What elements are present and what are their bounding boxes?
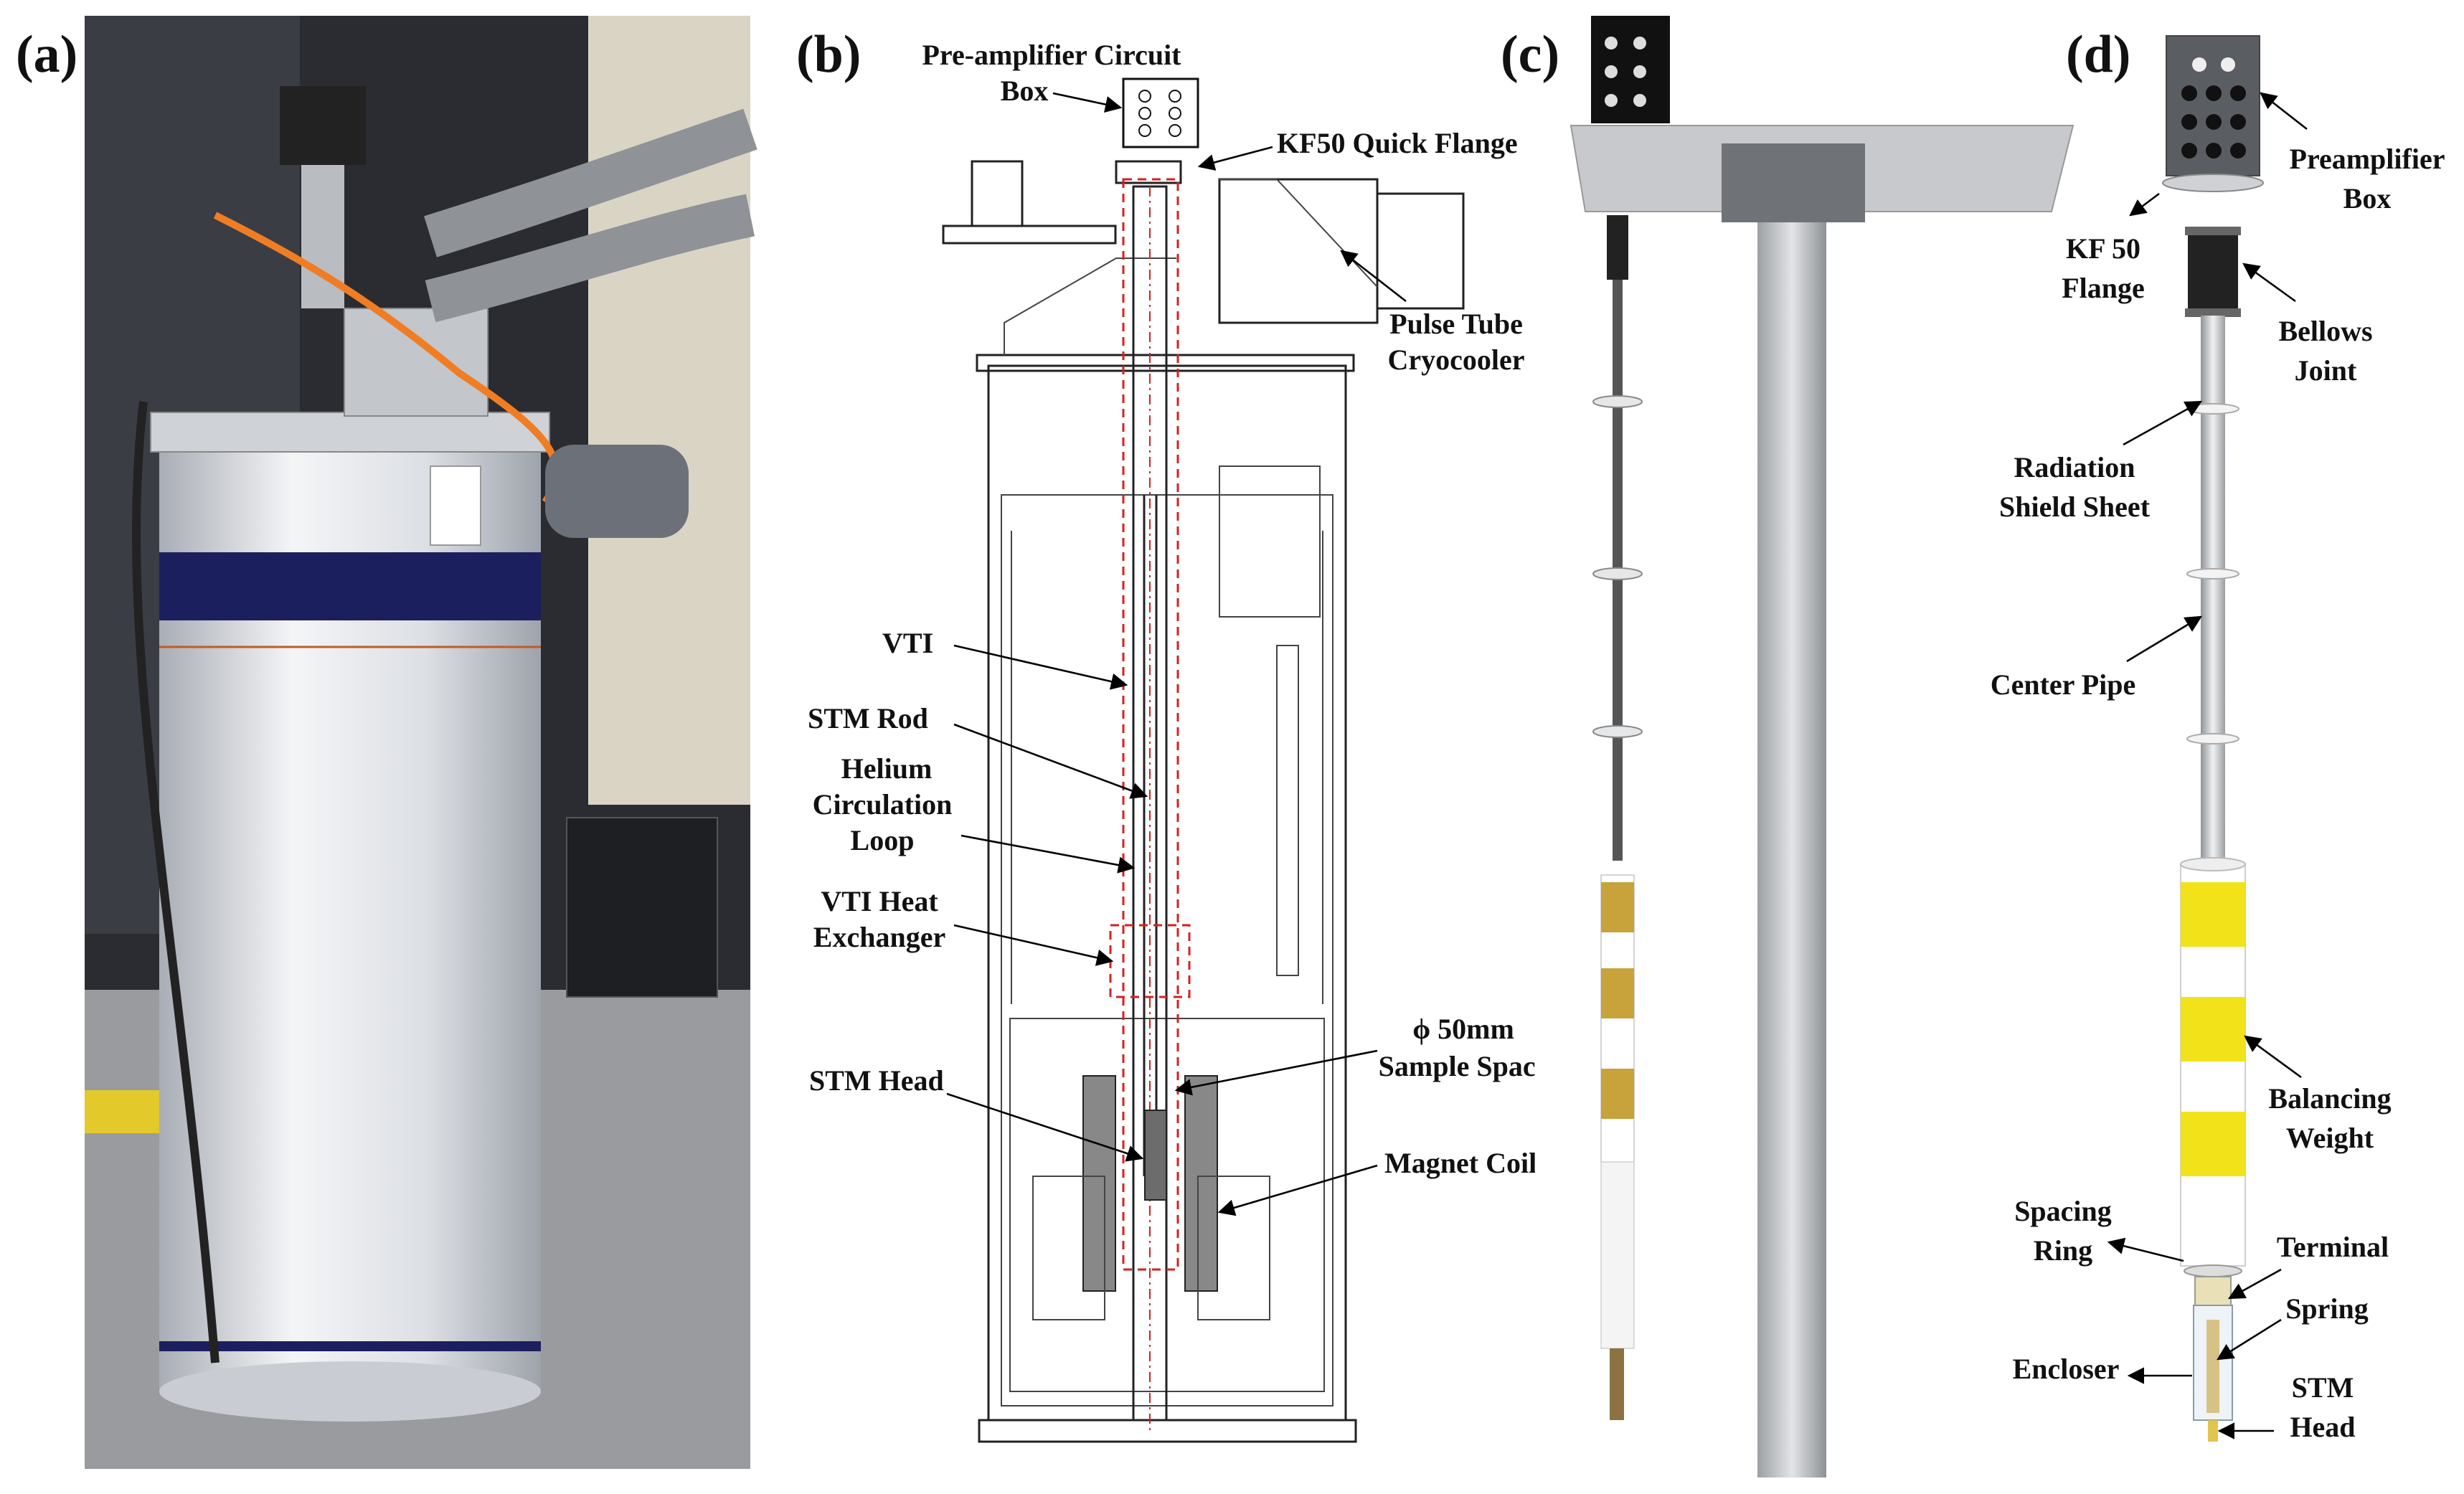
electronics-box	[566, 817, 718, 998]
aluminum-rail	[1757, 201, 1826, 1478]
panel-b-drawing	[942, 77, 1465, 1443]
center-pipe-d	[2201, 316, 2225, 861]
preamp-box-c	[1591, 16, 1670, 123]
panel-c-photo	[1535, 14, 2095, 1478]
label-vti-hx-b-2: Exchanger	[813, 921, 945, 953]
bellows-d	[2188, 230, 2238, 316]
label-vti-b: VTI	[882, 627, 933, 659]
probe-rod-c	[1613, 215, 1623, 861]
label-pulse-b-2: Cryocooler	[1387, 344, 1524, 376]
valve-left	[971, 160, 1024, 227]
label-encloser-d: Encloser	[2013, 1353, 2120, 1385]
rail-bracket	[1722, 143, 1865, 222]
label-preamp-d-1: Preamplifier	[2290, 143, 2445, 175]
label-terminal-d: Terminal	[2277, 1231, 2389, 1263]
label-sample-b-2: Sample Space	[1379, 1050, 1549, 1082]
label-stm-rod-b: STM Rod	[808, 702, 928, 734]
panel-a-photo	[85, 16, 757, 1469]
magnet-coil-left	[1082, 1075, 1116, 1292]
label-sample-b-1: ϕ 50mm	[1412, 1013, 1514, 1045]
label-helium-b-1: Helium	[841, 752, 933, 785]
label-helium-b-2: Circulation	[813, 788, 953, 821]
magnet-coil-right	[1184, 1075, 1218, 1292]
label-preamp-d-2: Box	[2343, 182, 2392, 214]
cryocooler-head	[344, 308, 488, 417]
kf50-flange-d	[2162, 174, 2264, 192]
label-bellows-d-2: Joint	[2295, 354, 2357, 387]
preamp-box-drawing	[1122, 77, 1199, 148]
panel-b-letter: (b)	[796, 25, 861, 84]
warning-label	[430, 465, 481, 546]
pump	[545, 445, 689, 538]
label-stm-d-1: STM	[2292, 1371, 2354, 1404]
preamp-box-photo	[280, 86, 366, 165]
dewar-band	[159, 552, 541, 620]
stm-head-block	[1144, 1110, 1167, 1201]
label-magnet-b: Magnet Coil	[1384, 1147, 1537, 1179]
label-rad-d-2: Shield Sheet	[1999, 491, 2151, 523]
label-rad-d-1: Radiation	[2014, 451, 2135, 483]
label-bellows-d-1: Bellows	[2278, 315, 2372, 347]
panel-d-letter: (d)	[2066, 25, 2130, 84]
label-kf50-b: KF50 Quick Flange	[1277, 127, 1518, 159]
label-vti-hx-b-1: VTI Heat	[821, 885, 938, 917]
label-stm-head-b: STM Head	[809, 1064, 944, 1097]
label-spacing-d-2: Ring	[2034, 1234, 2092, 1267]
label-kf-d-2: Flange	[2062, 272, 2145, 304]
label-preamp-b-2: Box	[1001, 75, 1049, 107]
label-pulse-b-1: Pulse Tube	[1389, 308, 1523, 340]
panel-c-letter: (c)	[1501, 25, 1559, 84]
label-preamp-b-1: Pre-amplifier Circuit	[922, 39, 1181, 71]
label-spring-d: Spring	[2285, 1292, 2369, 1325]
vti-outline	[1122, 178, 1179, 1271]
panel-d-render	[2162, 35, 2264, 1442]
label-bal-d-1: Balancing	[2268, 1082, 2391, 1115]
pulse-tube-head	[1218, 178, 1379, 324]
label-kf-d-1: KF 50	[2066, 232, 2140, 265]
panel-a-letter: (a)	[16, 25, 77, 84]
label-spacing-d-1: Spacing	[2014, 1195, 2112, 1227]
label-center-pipe-d: Center Pipe	[1991, 668, 2136, 701]
label-stm-d-2: Head	[2290, 1411, 2355, 1443]
label-helium-b-3: Loop	[851, 824, 915, 856]
label-bal-d-2: Weight	[2286, 1122, 2374, 1154]
